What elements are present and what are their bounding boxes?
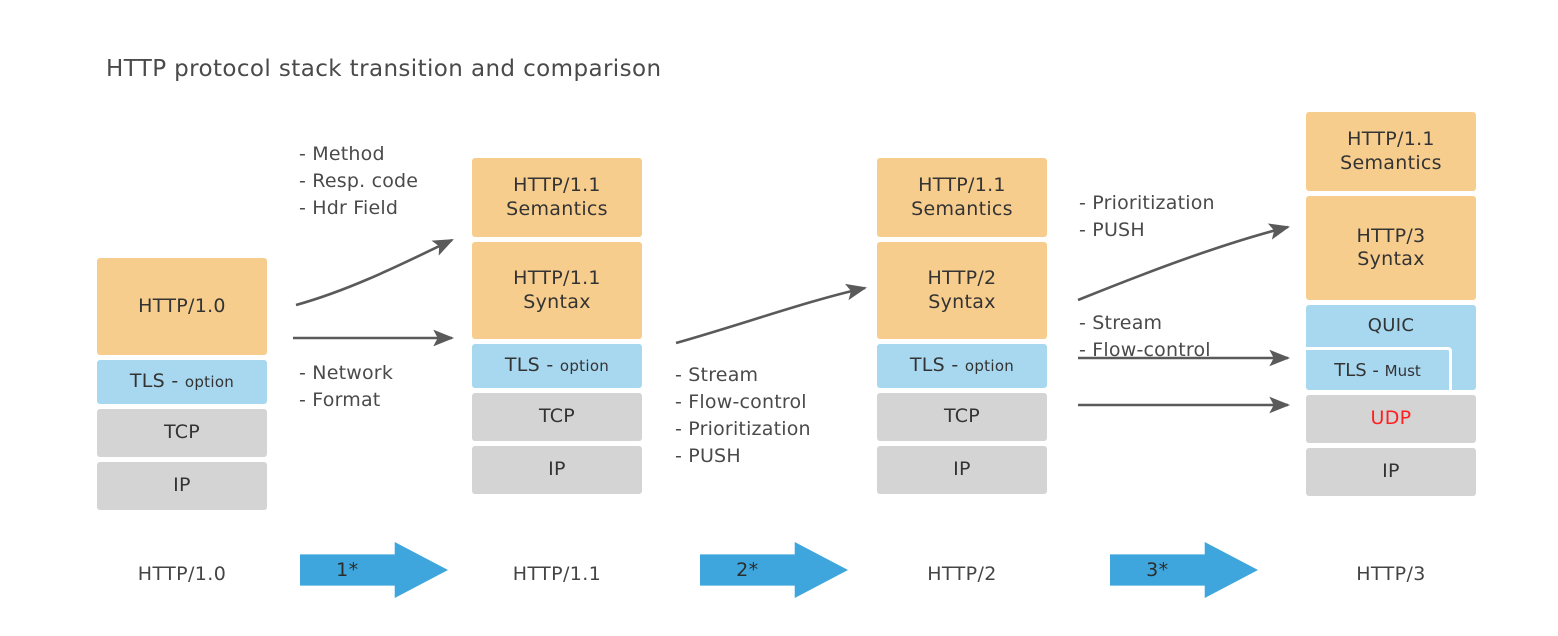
tls-label: TLS bbox=[909, 354, 946, 377]
caption-http11: HTTP/1.1 bbox=[512, 563, 602, 585]
tls-label: TLS bbox=[1334, 359, 1367, 381]
layer-http10-tls: TLS - option bbox=[97, 360, 267, 404]
tls-label: TLS bbox=[504, 354, 541, 377]
layer-http2-syntax: HTTP/2 Syntax bbox=[877, 242, 1047, 339]
stack-http11: HTTP/1.1 Semantics HTTP/1.1 Syntax TLS -… bbox=[472, 158, 642, 499]
layer-http11-tls: TLS - option bbox=[472, 344, 642, 388]
connector-arrow-2a bbox=[675, 283, 868, 345]
notes-transition-3-upper: - Prioritization - PUSH bbox=[1079, 190, 1215, 244]
note-item: - Stream bbox=[1079, 312, 1163, 334]
transition-arrow-3-label: 3* bbox=[1146, 559, 1169, 581]
tls-dash: - bbox=[171, 370, 179, 393]
semantics-line2: Semantics bbox=[1340, 151, 1442, 174]
layer-http2-ip: IP bbox=[877, 446, 1047, 494]
syntax-line1: HTTP/1.1 bbox=[513, 267, 601, 290]
layer-http11-semantics: HTTP/1.1 Semantics bbox=[472, 158, 642, 237]
semantics-line1: HTTP/1.1 bbox=[1347, 128, 1435, 151]
note-item: - Flow-control bbox=[675, 390, 807, 413]
syntax-line1: HTTP/3 bbox=[1356, 224, 1426, 247]
note-item: - Hdr Field bbox=[299, 196, 399, 219]
semantics-line1: HTTP/1.1 bbox=[918, 174, 1006, 197]
tls-qualifier: option bbox=[964, 357, 1015, 376]
tls-qualifier: option bbox=[184, 373, 235, 392]
transition-arrow-3[interactable]: 3* bbox=[1110, 542, 1258, 598]
tls-qualifier: option bbox=[559, 357, 610, 376]
stack-http2: HTTP/1.1 Semantics HTTP/2 Syntax TLS - o… bbox=[877, 158, 1047, 499]
note-item: - Stream bbox=[675, 364, 759, 386]
transition-arrow-2[interactable]: 2* bbox=[700, 542, 848, 598]
transition-arrow-1-label: 1* bbox=[336, 559, 359, 581]
layer-http3-udp: UDP bbox=[1306, 395, 1476, 443]
note-item: - Format bbox=[299, 388, 381, 411]
layer-http3-tls-must: TLS - Must bbox=[1306, 347, 1452, 390]
layer-http3-syntax: HTTP/3 Syntax bbox=[1306, 196, 1476, 300]
transition-arrow-2-label: 2* bbox=[736, 559, 759, 581]
layer-http3-quic-group: QUIC TLS - Must bbox=[1306, 305, 1476, 390]
syntax-line2: Syntax bbox=[523, 290, 591, 313]
note-item: - Network bbox=[299, 362, 394, 384]
note-item: - PUSH bbox=[1079, 218, 1145, 241]
layer-http2-tcp: TCP bbox=[877, 393, 1047, 441]
layer-http10-tcp: TCP bbox=[97, 409, 267, 457]
syntax-line2: Syntax bbox=[1357, 248, 1425, 270]
syntax-line1: HTTP/2 bbox=[927, 267, 997, 290]
tls-dash: - bbox=[546, 354, 554, 377]
page-title: HTTP protocol stack transition and compa… bbox=[106, 56, 662, 82]
stack-http10: HTTP/1.0 TLS - option TCP IP bbox=[97, 258, 267, 515]
notes-transition-2-lower: - Stream - Flow-control - Prioritization… bbox=[675, 362, 811, 470]
layer-http3-quic: QUIC bbox=[1367, 314, 1415, 336]
layer-http3-semantics: HTTP/1.1 Semantics bbox=[1306, 112, 1476, 191]
note-item: - Prioritization bbox=[675, 417, 811, 440]
tls-dash: - bbox=[951, 354, 959, 377]
notes-transition-3-lower: - Stream - Flow-control bbox=[1079, 310, 1211, 364]
transition-arrow-1[interactable]: 1* bbox=[300, 542, 448, 598]
stack-http3: HTTP/1.1 Semantics HTTP/3 Syntax QUIC TL… bbox=[1306, 112, 1476, 501]
notes-transition-1-upper: - Method - Resp. code - Hdr Field bbox=[299, 141, 418, 222]
layer-http2-tls: TLS - option bbox=[877, 344, 1047, 388]
note-item: - Resp. code bbox=[299, 169, 419, 192]
note-item: - PUSH bbox=[675, 444, 741, 467]
notes-transition-1-lower: - Network - Format bbox=[299, 360, 393, 414]
tls-qualifier: Must bbox=[1384, 361, 1421, 380]
layer-http2-semantics: HTTP/1.1 Semantics bbox=[877, 158, 1047, 237]
caption-http3: HTTP/3 bbox=[1356, 563, 1426, 585]
semantics-line2: Semantics bbox=[911, 197, 1013, 220]
layer-http11-tcp: TCP bbox=[472, 393, 642, 441]
layer-http11-syntax: HTTP/1.1 Syntax bbox=[472, 242, 642, 339]
layer-http3-ip: IP bbox=[1306, 448, 1476, 496]
caption-http2: HTTP/2 bbox=[927, 563, 997, 585]
layer-http10-application: HTTP/1.0 bbox=[97, 258, 267, 355]
note-item: - Flow-control bbox=[1079, 338, 1211, 361]
note-item: - Prioritization bbox=[1079, 192, 1215, 214]
tls-option-text: TLS - option bbox=[130, 370, 234, 393]
tls-dash: - bbox=[1372, 359, 1379, 381]
semantics-line1: HTTP/1.1 bbox=[513, 174, 601, 197]
caption-http10: HTTP/1.0 bbox=[137, 563, 227, 585]
layer-http10-ip: IP bbox=[97, 462, 267, 510]
semantics-line2: Semantics bbox=[506, 197, 608, 220]
connector-arrow-1a bbox=[295, 238, 454, 307]
note-item: - Method bbox=[299, 143, 385, 165]
tls-label: TLS bbox=[129, 370, 166, 393]
syntax-line2: Syntax bbox=[928, 290, 996, 313]
layer-http11-ip: IP bbox=[472, 446, 642, 494]
